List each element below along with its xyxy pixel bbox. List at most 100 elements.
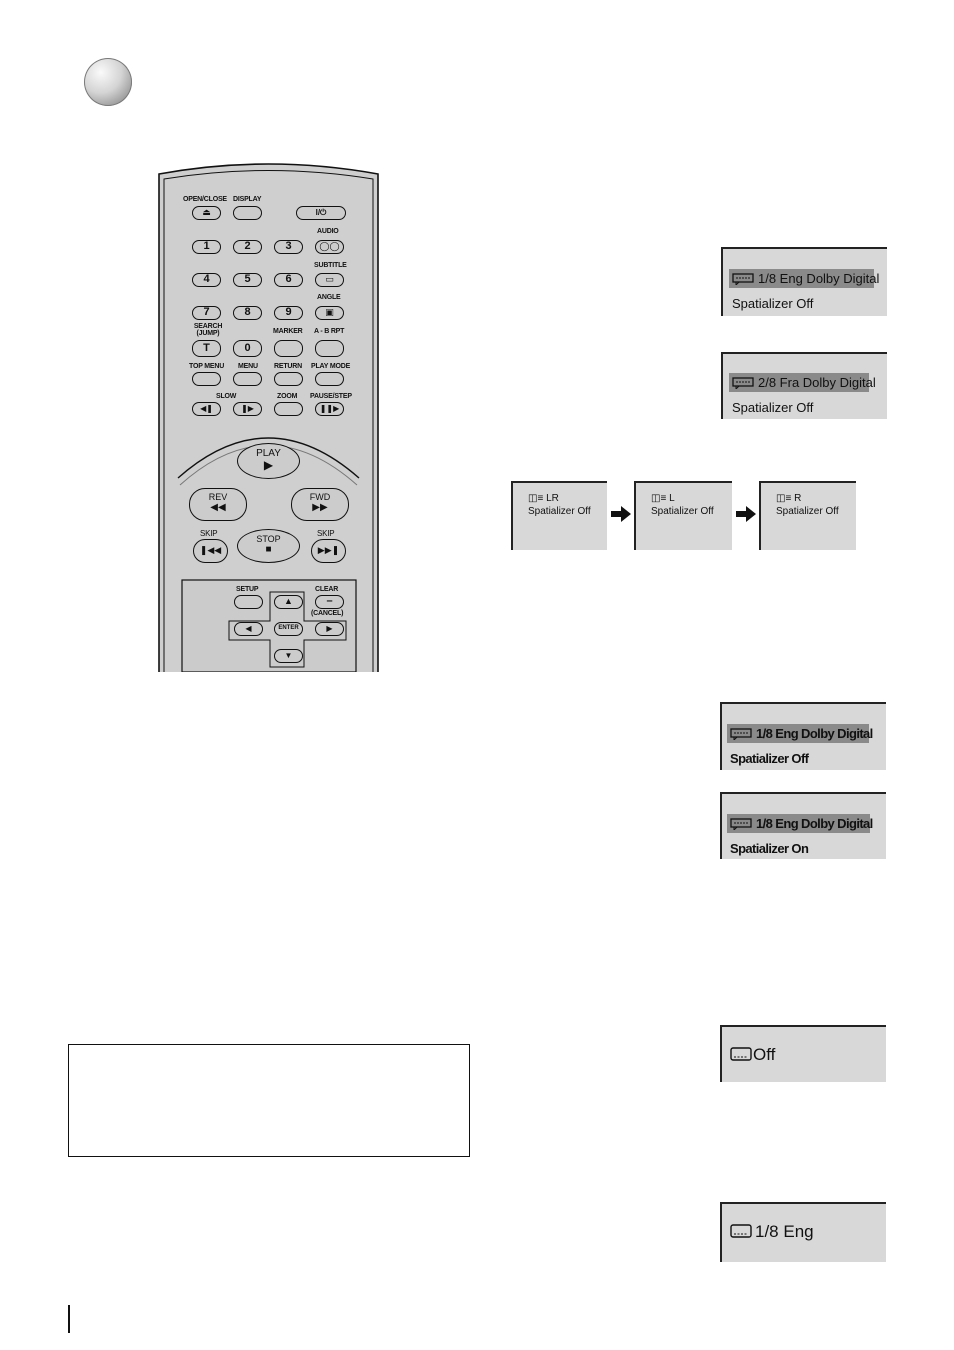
digit-1-button[interactable]: 1 — [192, 240, 221, 254]
subtitle-button[interactable]: ▭ — [315, 273, 344, 287]
page-margin-bar — [68, 1305, 70, 1333]
power-button[interactable]: I/⏻ — [296, 206, 346, 220]
skip-back-button[interactable]: ❚◀◀ — [193, 539, 228, 563]
digit-4-button[interactable]: 4 — [192, 273, 221, 287]
ab-repeat-label: A - B RPT — [314, 328, 345, 335]
osd-audio-2-line2: Spatializer Off — [732, 400, 814, 415]
up-arrow-button[interactable]: ▲ — [274, 595, 303, 609]
down-arrow-icon: ▼ — [284, 651, 293, 660]
osd-spatializer-on: 1/8 Eng Dolby Digital Spatializer On — [720, 792, 886, 859]
digit-9-button[interactable]: 9 — [274, 306, 303, 320]
rev-button[interactable]: REV ◀◀ — [189, 488, 247, 521]
slow-forward-button[interactable]: ❚▶ — [233, 402, 262, 416]
minus-icon: – — [326, 595, 333, 607]
search-jump-button[interactable]: T — [192, 340, 221, 357]
enter-button[interactable]: ENTER — [274, 622, 303, 636]
fwd-label: FWD — [309, 492, 331, 502]
pause-step-icon: ❚❚▶ — [319, 404, 340, 413]
chapter-bullet-icon — [84, 58, 132, 106]
left-arrow-icon: ◀ — [245, 624, 252, 633]
subtitle-label: SUBTITLE — [314, 262, 347, 269]
osd-spatializer-off-line2: Spatializer Off — [730, 751, 809, 766]
down-arrow-button[interactable]: ▼ — [274, 649, 303, 663]
osd-audio-2: 2/8 Fra Dolby Digital Spatializer Off — [721, 352, 887, 419]
slow-label: SLOW — [216, 393, 237, 400]
digit-8-button[interactable]: 8 — [233, 306, 262, 320]
stop-button[interactable]: STOP ■ — [237, 529, 300, 563]
zoom-label: ZOOM — [277, 393, 298, 400]
slow-reverse-button[interactable]: ◀❚ — [192, 402, 221, 416]
osd-audio-1: 1/8 Eng Dolby Digital Spatializer Off — [721, 247, 887, 316]
eject-icon: ⏏ — [202, 207, 211, 217]
ab-repeat-button[interactable] — [315, 340, 344, 357]
subtitle-icon — [730, 728, 752, 740]
return-button[interactable] — [274, 372, 303, 386]
fast-forward-icon: ▶▶ — [312, 502, 328, 513]
osd-audio-1-line1: 1/8 Eng Dolby Digital — [732, 271, 879, 286]
audio-button[interactable]: ◯◯ — [315, 240, 344, 254]
camera-icon: ▣ — [325, 307, 334, 317]
digit-2-button[interactable]: 2 — [233, 240, 262, 254]
skip-back-icon: ❚◀◀ — [199, 545, 222, 555]
osd-highlight — [727, 724, 869, 743]
skip-forward-button[interactable]: ▶▶❚ — [311, 539, 346, 563]
subtitle-icon: ▭ — [325, 274, 334, 284]
subtitle-icon — [732, 377, 754, 389]
pause-step-label: PAUSE/STEP — [310, 393, 352, 400]
osd-audio-1-line2: Spatializer Off — [732, 296, 814, 311]
skip-back-label: SKIP — [200, 529, 218, 538]
osd-highlight — [729, 269, 874, 288]
left-arrow-button[interactable]: ◀ — [234, 622, 263, 636]
slow-forward-icon: ❚▶ — [241, 404, 254, 413]
osd-subtitle-eng: 1/8 Eng — [720, 1202, 886, 1262]
clear-label: CLEAR — [315, 586, 339, 593]
angle-button[interactable]: ▣ — [315, 306, 344, 320]
subtitle-screen-icon — [730, 1047, 752, 1061]
setup-button[interactable] — [234, 595, 263, 609]
arrow-right-icon — [736, 506, 756, 522]
speaker-icon: ◫≡ — [776, 493, 795, 504]
display-button[interactable] — [233, 206, 262, 220]
top-menu-button[interactable] — [192, 372, 221, 386]
osd-channel-r: ◫≡ R Spatializer Off — [759, 481, 856, 550]
osd-channel-l: ◫≡ L Spatializer Off — [634, 481, 732, 550]
osd-audio-2-line1: 2/8 Fra Dolby Digital — [732, 375, 876, 390]
subtitle-icon — [730, 818, 752, 830]
digit-3-button[interactable]: 3 — [274, 240, 303, 254]
digit-6-button[interactable]: 6 — [274, 273, 303, 287]
digit-0-button[interactable]: 0 — [233, 340, 262, 357]
cancel-label: (CANCEL) — [311, 610, 344, 617]
marker-label: MARKER — [273, 328, 303, 335]
digit-5-button[interactable]: 5 — [233, 273, 262, 287]
osd-highlight — [729, 373, 869, 392]
subtitle-icon — [732, 273, 754, 285]
slow-reverse-icon: ◀❚ — [200, 404, 213, 413]
clear-button[interactable]: – — [315, 595, 344, 609]
play-mode-label: PLAY MODE — [311, 363, 351, 370]
menu-button[interactable] — [233, 372, 262, 386]
power-icon: I/⏻ — [315, 208, 327, 217]
play-icon: ▶ — [263, 458, 274, 472]
skip-forward-label: SKIP — [317, 529, 335, 538]
osd-channel-r-line2: Spatializer Off — [776, 506, 839, 517]
marker-button[interactable] — [274, 340, 303, 357]
osd-highlight — [727, 814, 870, 833]
osd-channel-lr-line2: Spatializer Off — [528, 506, 591, 517]
zoom-button[interactable] — [274, 402, 303, 416]
play-mode-button[interactable] — [315, 372, 344, 386]
osd-subtitle-eng-text: 1/8 Eng — [730, 1222, 814, 1242]
right-arrow-button[interactable]: ▶ — [315, 622, 344, 636]
remote-control: OPEN/CLOSE DISPLAY ⏏ I/⏻ AUDIO 1 2 3 ◯◯ … — [158, 160, 379, 672]
osd-channel-lr: ◫≡ LR Spatializer Off — [511, 481, 607, 550]
play-label: PLAY — [256, 448, 281, 459]
fwd-button[interactable]: FWD ▶▶ — [291, 488, 349, 521]
osd-channel-r-line1: ◫≡ R — [776, 493, 802, 504]
digit-7-button[interactable]: 7 — [192, 306, 221, 320]
osd-spatializer-off: 1/8 Eng Dolby Digital Spatializer Off — [720, 702, 886, 770]
open-close-button[interactable]: ⏏ — [192, 206, 221, 220]
pause-step-button[interactable]: ❚❚▶ — [315, 402, 344, 416]
speaker-icon: ◫≡ — [528, 493, 547, 504]
angle-label: ANGLE — [317, 294, 341, 301]
arrow-right-icon — [611, 506, 631, 522]
play-button[interactable]: PLAY ▶ — [237, 443, 300, 479]
